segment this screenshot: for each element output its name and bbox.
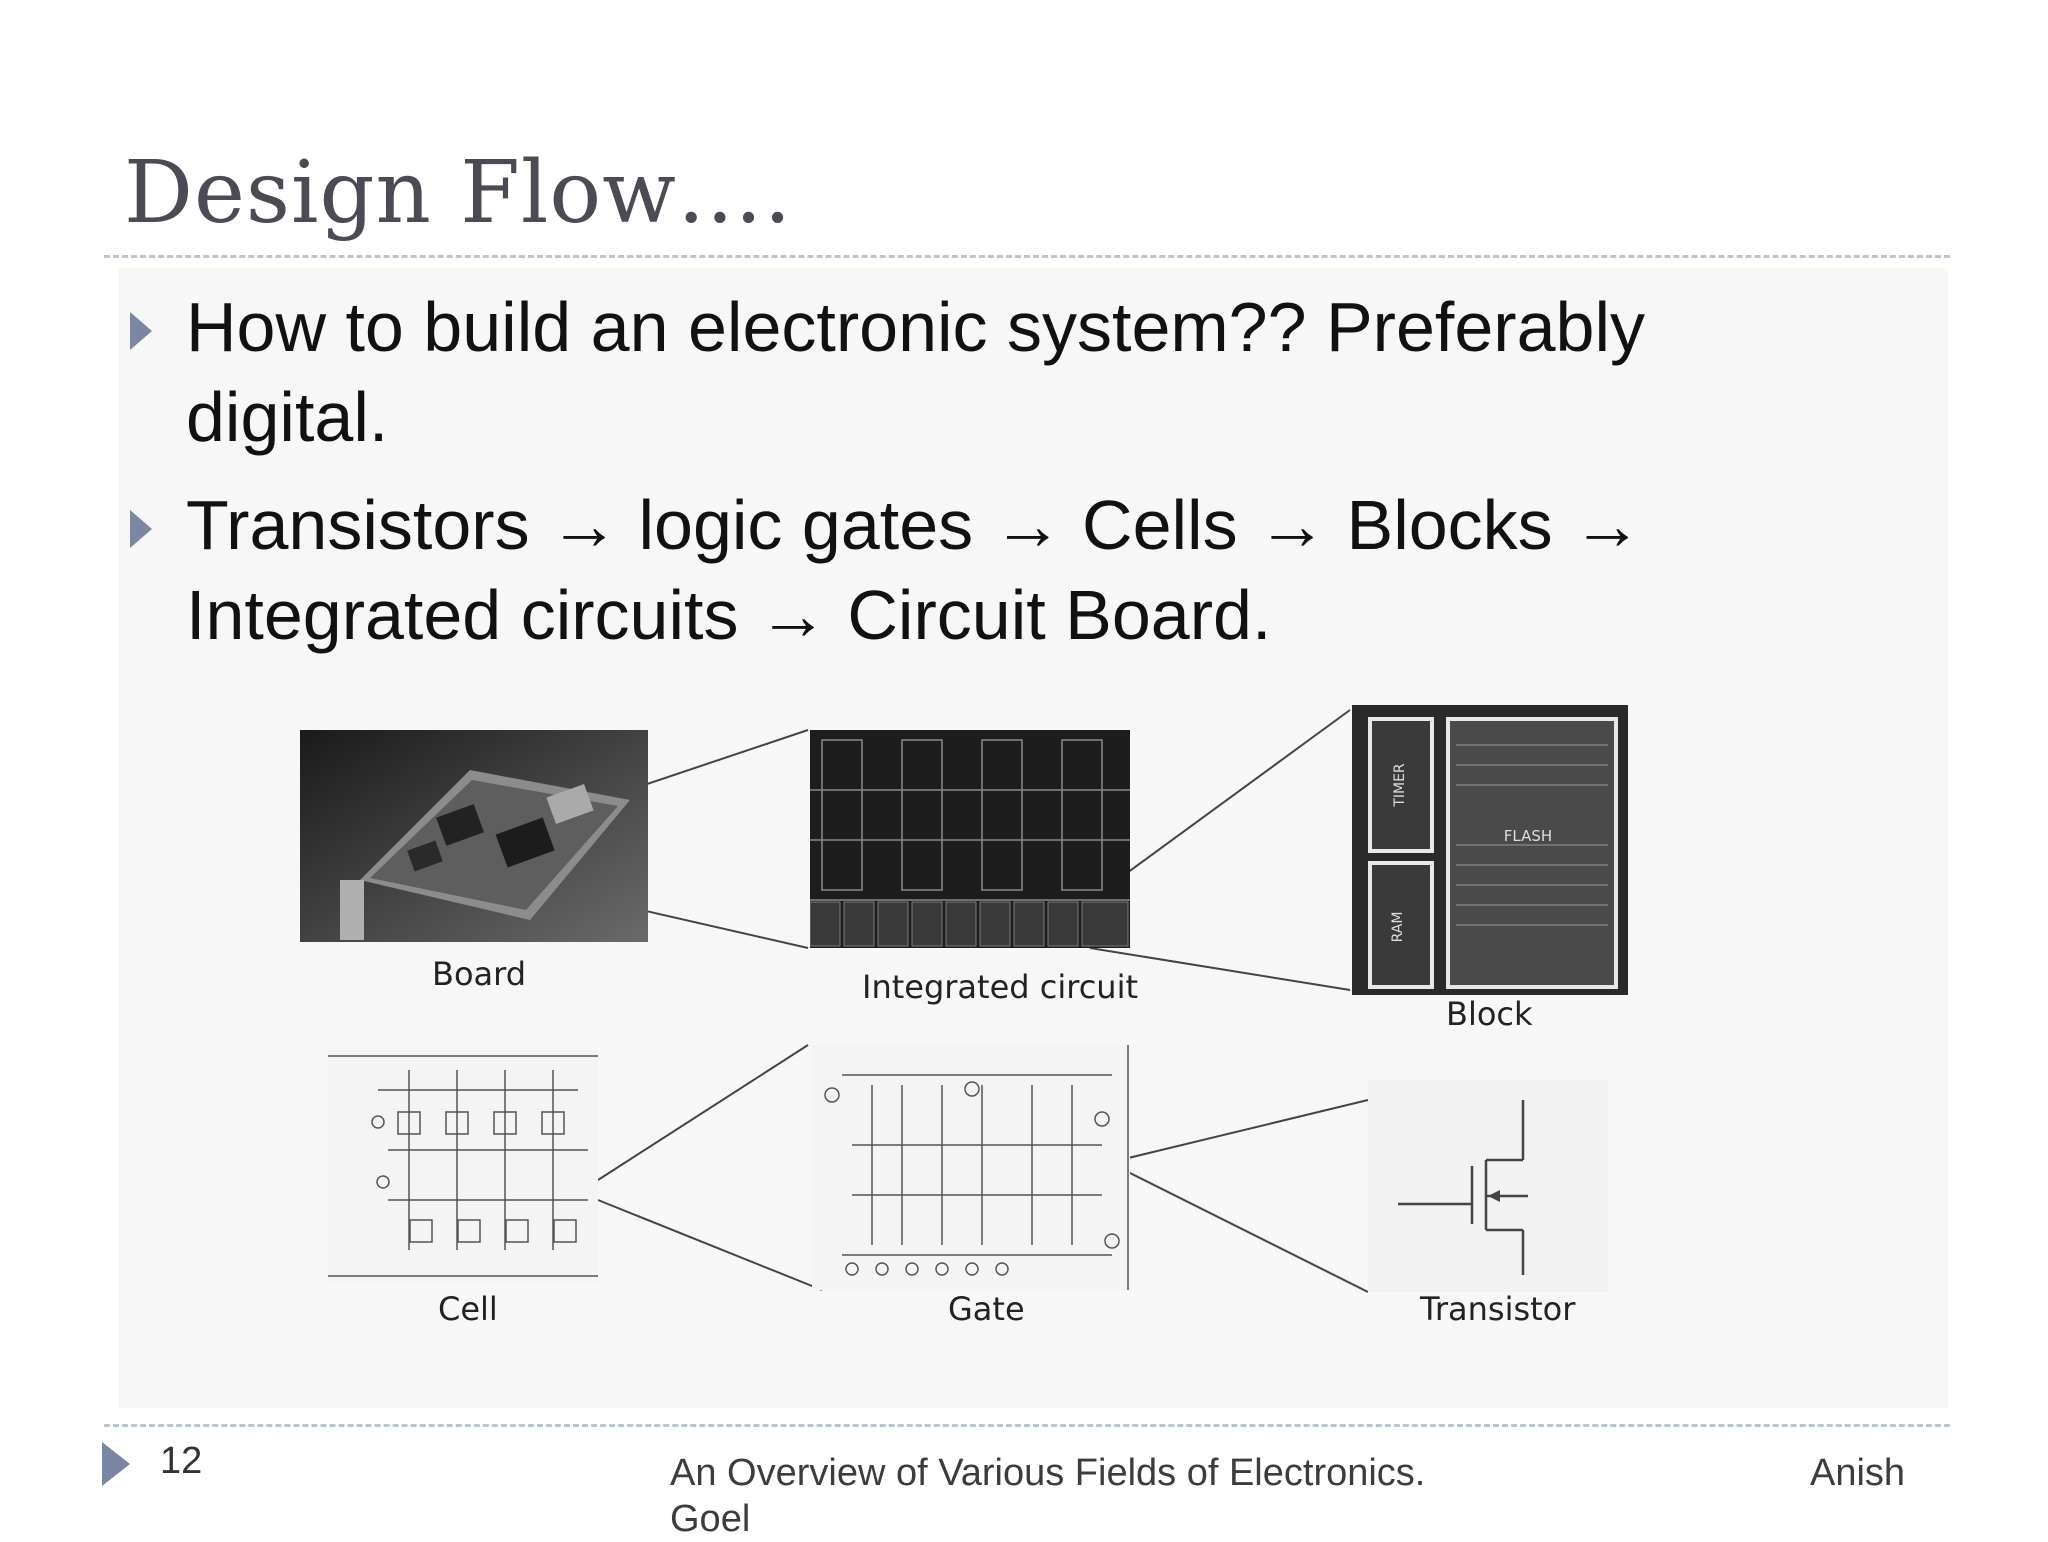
footer-triangle-icon <box>102 1442 130 1486</box>
block-label-timer: TIMER <box>1392 763 1408 808</box>
footer-title-line: Goel <box>670 1498 751 1540</box>
slide-title: Design Flow…. <box>124 143 793 243</box>
integrated-circuit-image <box>810 730 1130 948</box>
caption-transistor: Transistor <box>1420 1290 1576 1328</box>
gate-schematic-image <box>812 1045 1130 1290</box>
bullet-text-line: Integrated circuits → Circuit Board. <box>186 576 1272 654</box>
cell-schematic-image <box>328 1050 598 1282</box>
block-image: TIMER FLASH RAM <box>1352 705 1628 995</box>
bullet-text-line: Transistors → logic gates → Cells → Bloc… <box>186 486 1643 564</box>
transistor-image <box>1368 1080 1608 1292</box>
bullet-text-line: How to build an electronic system?? Pref… <box>186 288 1646 366</box>
bullet-item-1: How to build an electronic system?? Pref… <box>124 282 1824 462</box>
footer-divider <box>104 1424 1950 1427</box>
page-number: 12 <box>160 1440 203 1482</box>
block-label-flash: FLASH <box>1504 827 1552 845</box>
block-label-ram: RAM <box>1390 912 1406 943</box>
caption-integrated-circuit: Integrated circuit <box>862 968 1138 1006</box>
caption-block: Block <box>1446 995 1533 1033</box>
footer-title-line: An Overview of Various Fields of Electro… <box>670 1452 1426 1494</box>
footer-presentation-title: An Overview of Various Fields of Electro… <box>670 1450 1570 1542</box>
design-hierarchy-figure: Board <box>290 700 1630 1340</box>
bullet-triangle-icon <box>130 510 152 548</box>
caption-cell: Cell <box>438 1290 498 1328</box>
caption-gate: Gate <box>948 1290 1025 1328</box>
board-image <box>300 730 648 942</box>
title-divider <box>104 255 1950 258</box>
bullet-text-line: digital. <box>186 378 389 456</box>
bullet-triangle-icon <box>130 312 152 350</box>
caption-board: Board <box>432 955 527 993</box>
bullet-item-2: Transistors → logic gates → Cells → Bloc… <box>124 480 1824 660</box>
footer-author: Anish <box>1810 1452 1906 1494</box>
bullet-list: How to build an electronic system?? Pref… <box>124 282 1824 678</box>
